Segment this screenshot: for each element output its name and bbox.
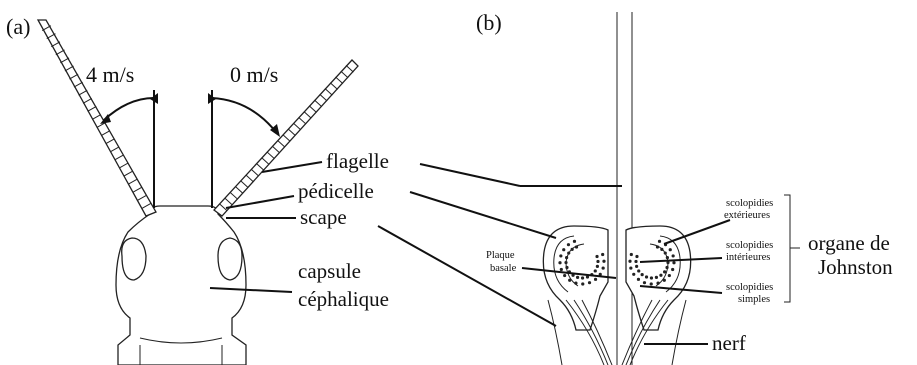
scolopidium-dot — [658, 240, 661, 243]
speed-right-label: 0 m/s — [230, 62, 278, 87]
panel-a-label: (a) — [6, 14, 30, 39]
left-eye — [122, 238, 146, 280]
scolopidium-dot — [660, 248, 663, 251]
scape-leader-b — [378, 226, 556, 326]
scolopidium-dot — [594, 278, 597, 281]
scolopidium-dot — [634, 260, 637, 263]
scolo-simple-label-1: scolopidies — [726, 282, 773, 293]
flagelle-label: flagelle — [326, 149, 389, 173]
scolopidium-dot — [565, 256, 568, 259]
scolopidium-dot — [565, 266, 568, 269]
scolopidium-dot — [656, 245, 659, 248]
scolopidium-dot — [595, 255, 598, 258]
scolopidium-dot — [581, 282, 584, 285]
scolopidium-dot — [594, 269, 597, 272]
scolopidium-dot — [659, 274, 662, 277]
left-angle-arc — [104, 98, 154, 120]
left-antenna — [38, 20, 156, 216]
scolopidium-dot — [665, 266, 668, 269]
scolopidium-dot — [558, 261, 561, 264]
pedicelle-leader-b — [410, 192, 556, 238]
scolopidium-dot — [562, 248, 565, 251]
plaque-label-1: Plaque — [486, 250, 515, 261]
scolopidium-dot — [672, 254, 675, 257]
scolo-ext-label-2: extérieures — [724, 210, 770, 221]
scolopidium-dot — [564, 261, 567, 264]
flagelle-leader-b1 — [420, 164, 520, 186]
scolopidium-dot — [668, 274, 671, 277]
scolopidium-dot — [567, 251, 570, 254]
scolopidium-dot — [571, 248, 574, 251]
scolopidium-dot — [630, 253, 633, 256]
scolopidium-dot — [641, 273, 644, 276]
capsule-label-2: céphalique — [298, 287, 389, 311]
scolopidium-dot — [635, 255, 638, 258]
scolopidium-dot — [632, 273, 635, 276]
scolopidium-dot — [637, 278, 640, 281]
scolopidium-dot — [663, 279, 666, 282]
scolopidium-dot — [596, 265, 599, 268]
scolopidium-dot — [645, 275, 648, 278]
scolopidium-dot — [568, 279, 571, 282]
speed-left-label: 4 m/s — [86, 62, 134, 87]
scolopidium-dot — [637, 269, 640, 272]
scolopidium-dot — [655, 276, 658, 279]
scolopidium-dot — [672, 261, 675, 264]
flagelle-leader-a — [262, 162, 322, 172]
organ-bracket — [784, 195, 790, 302]
scape-label: scape — [300, 205, 347, 229]
scolopidium-dot — [575, 245, 578, 248]
scolopidium-dot — [643, 281, 646, 284]
scolopidium-dot — [650, 282, 653, 285]
scolopidium-dot — [671, 268, 674, 271]
scolopidium-dot — [635, 265, 638, 268]
scolopidium-dot — [588, 281, 591, 284]
scolopidium-dot — [602, 266, 605, 269]
scolopidium-dot — [567, 243, 570, 246]
scolo-int-label-2: intérieures — [726, 252, 770, 263]
scolopidium-dot — [563, 274, 566, 277]
scolopidium-dot — [560, 268, 563, 271]
head-capsule-drawing — [116, 206, 246, 365]
organe-label-1: organe de — [808, 231, 890, 255]
right-eye — [218, 238, 242, 280]
scolopidium-dot — [596, 260, 599, 263]
scolopidium-dot — [656, 282, 659, 285]
scolopidium-dot — [573, 240, 576, 243]
organe-label-2: Johnston — [818, 255, 893, 279]
scolopidium-dot — [602, 260, 605, 263]
capsule-label-1: capsule — [298, 259, 361, 283]
scolopidium-dot — [581, 276, 584, 279]
scolo-int-label-1: scolopidies — [726, 240, 773, 251]
scolopidium-dot — [669, 248, 672, 251]
scolo-ext-label-1: scolopidies — [726, 198, 773, 209]
plaque-label-2: basale — [490, 263, 517, 274]
scolopidium-dot — [650, 276, 653, 279]
scolopidium-dot — [629, 266, 632, 269]
scolopidium-dot — [576, 276, 579, 279]
scolopidium-dot — [559, 254, 562, 257]
scolopidium-dot — [601, 253, 604, 256]
scolopidium-dot — [574, 282, 577, 285]
pedicelle-label: pédicelle — [298, 179, 374, 203]
scolopidium-dot — [666, 256, 669, 259]
scolopidium-dot — [664, 251, 667, 254]
nerf-label: nerf — [712, 331, 746, 355]
panel-b-label: (b) — [476, 10, 502, 35]
right-angle-arc — [212, 98, 276, 132]
scolopidium-dot — [663, 270, 666, 273]
scolopidium-dot — [628, 260, 631, 263]
scolo-simple-label-2: simples — [738, 294, 770, 305]
